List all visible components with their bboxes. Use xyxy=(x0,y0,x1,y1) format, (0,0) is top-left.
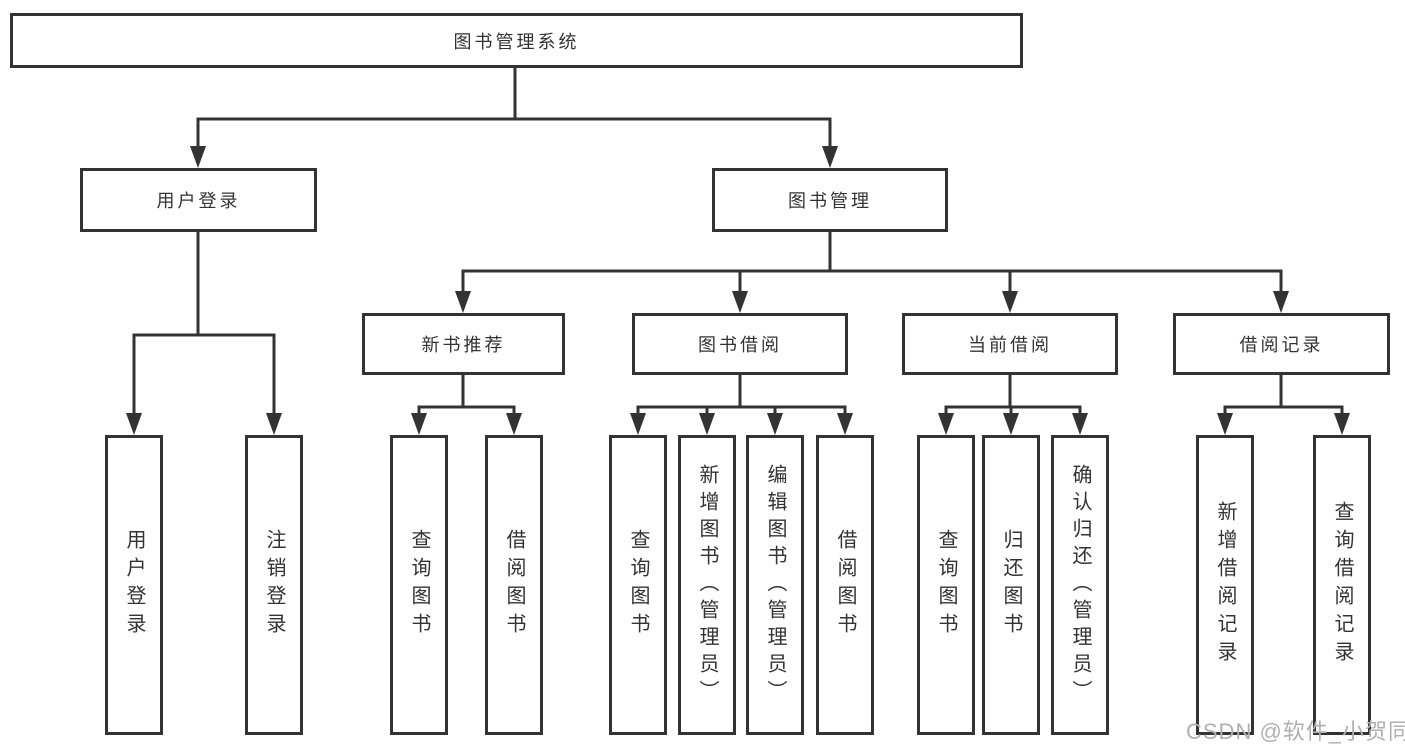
leaf-query-books-current: 查询图书 xyxy=(917,435,975,735)
node-book-borrowing: 图书借阅 xyxy=(632,313,848,375)
leaf-query-books-borrowing: 查询图书 xyxy=(609,435,667,735)
leaf-edit-books-admin: 编辑图书（管理员） xyxy=(746,435,804,735)
leaf-add-books-admin: 新增图书（管理员） xyxy=(678,435,736,735)
leaf-query-books-recommend: 查询图书 xyxy=(390,435,448,735)
leaf-query-borrow-record: 查询借阅记录 xyxy=(1313,435,1371,735)
root-node: 图书管理系统 xyxy=(10,13,1023,68)
leaf-add-borrow-record: 新增借阅记录 xyxy=(1196,435,1254,735)
leaf-return-books: 归还图书 xyxy=(982,435,1040,735)
node-new-book-recommend: 新书推荐 xyxy=(362,313,565,375)
arrowheads xyxy=(126,146,1350,435)
leaf-user-login: 用户登录 xyxy=(105,435,163,735)
node-user-login: 用户登录 xyxy=(80,168,317,232)
node-borrowing-records: 借阅记录 xyxy=(1173,313,1390,375)
node-book-management: 图书管理 xyxy=(712,168,948,232)
leaf-borrow-books: 借阅图书 xyxy=(816,435,874,735)
leaf-logout: 注销登录 xyxy=(245,435,303,735)
node-current-borrowing: 当前借阅 xyxy=(902,313,1118,375)
leaf-borrow-books-recommend: 借阅图书 xyxy=(485,435,543,735)
csdn-watermark: CSDN @软件_小贺同学 xyxy=(1186,719,1405,744)
leaf-confirm-return-admin: 确认归还（管理员） xyxy=(1051,435,1109,735)
